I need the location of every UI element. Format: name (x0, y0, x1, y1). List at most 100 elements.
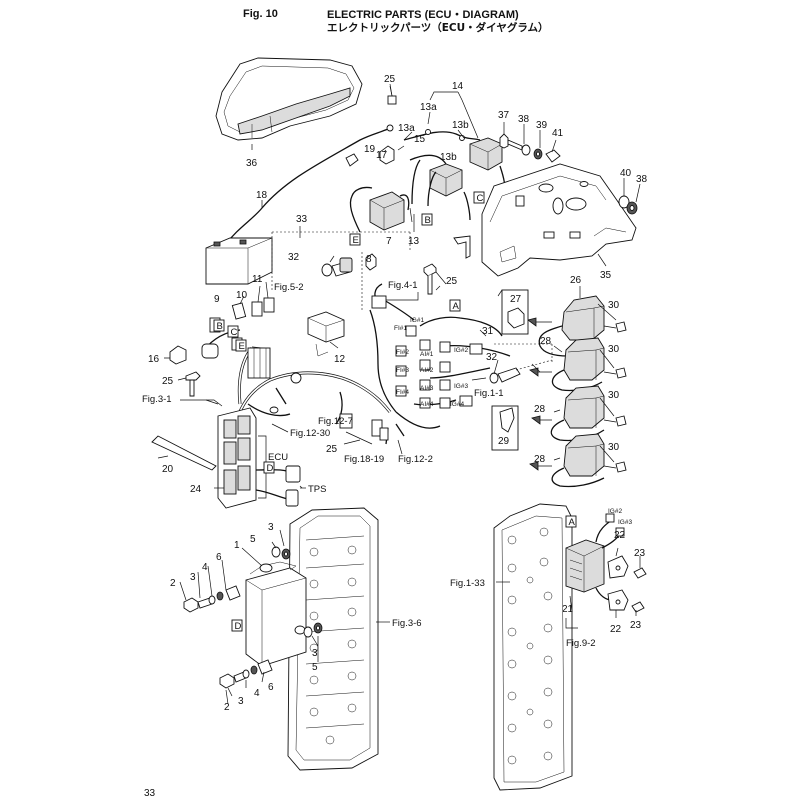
label-part-5-bottom: 5 (312, 662, 318, 673)
callout-d-ecu: D (267, 463, 274, 474)
callout-d-module: D (235, 621, 242, 632)
clip-bracket (453, 235, 471, 259)
ref-fig-3-1: Fig.3-1 (142, 394, 172, 405)
label-part-30-3: 30 (608, 390, 620, 401)
label-part-23-top: 23 (634, 548, 646, 559)
label-part-2-top: 2 (170, 578, 176, 589)
label-part-39: 39 (536, 120, 548, 131)
ref-fig-4-1: Fig.4-1 (388, 280, 418, 291)
label-part-21: 21 (562, 604, 574, 615)
label-part-41: 41 (552, 128, 564, 139)
ref-fig-9-2: Fig.9-2 (566, 638, 596, 649)
label-tps: TPS (308, 484, 326, 495)
hardware-2-6-bottom (219, 622, 323, 689)
label-part-22-top: 22 (614, 530, 626, 541)
label-part-32-top: 32 (288, 252, 300, 263)
label-part-32: 32 (486, 352, 498, 363)
connector-part-17 (379, 145, 395, 165)
label-ig2: IG#2 (454, 347, 468, 354)
label-part-30-2: 30 (608, 344, 620, 355)
label-part-9: 9 (214, 294, 220, 305)
label-ig1: IG#1 (410, 317, 424, 324)
ecu-harness-part-24 (217, 407, 301, 509)
cover-part-36 (215, 57, 363, 141)
label-part-28-3: 28 (534, 454, 546, 465)
connector-part-19 (345, 153, 359, 167)
ref-fig-12-7: Fig.12-7 (318, 416, 353, 427)
engine-block-left (287, 507, 379, 771)
label-part-3-bottom: 3 (312, 648, 318, 659)
label-part-2-bottom: 2 (224, 702, 230, 713)
label-part-26: 26 (570, 275, 582, 286)
label-part-14: 14 (452, 81, 464, 92)
label-part-12: 12 (334, 354, 346, 365)
connector-part-12 (307, 311, 345, 357)
label-part-38-top: 38 (518, 114, 530, 125)
part-number-labels: 25 14 13a 13a 13b 15 19 17 13b 37 38 39 … (144, 74, 648, 799)
label-part-31: 31 (482, 326, 494, 337)
label-part-16: 16 (148, 354, 160, 365)
label-part-38: 38 (636, 174, 648, 185)
label-part-13a-top: 13a (420, 102, 437, 113)
label-part-29: 29 (498, 436, 510, 447)
label-part-13: 13 (408, 236, 420, 247)
label-fi2: FI#2 (396, 349, 409, 356)
label-part-28-2: 28 (534, 404, 546, 415)
label-part-4-bottom: 4 (254, 688, 260, 699)
label-part-13b: 13b (440, 152, 457, 163)
label-part-40: 40 (620, 168, 632, 179)
label-part-7: 7 (386, 236, 392, 247)
label-part-25-lower: 25 (326, 444, 338, 455)
title-japanese: エレクトリックパーツ（ECU・ダイヤグラム） (327, 22, 549, 34)
label-part-23-bottom: 23 (630, 620, 642, 631)
label-part-11: 11 (252, 274, 263, 285)
label-ig2-bottom: IG#2 (608, 508, 622, 515)
clips-9-10-11 (231, 297, 275, 320)
label-part-19: 19 (364, 144, 376, 155)
label-part-1: 1 (234, 540, 240, 551)
label-part-18: 18 (256, 190, 268, 201)
label-part-3-bottom-left: 3 (238, 696, 244, 707)
label-part-5-top: 5 (250, 534, 256, 545)
bolt-part-32 (321, 257, 353, 277)
callout-a-mid: A (453, 301, 460, 312)
ecu-module (245, 561, 307, 667)
figure-number: Fig. 10 (243, 8, 278, 20)
label-part-24: 24 (190, 484, 202, 495)
cable-part-18 (225, 127, 391, 245)
label-part-36: 36 (246, 158, 258, 169)
page-number: 33 (144, 788, 156, 799)
label-part-3-top: 3 (268, 522, 274, 533)
callout-b-top: B (425, 215, 431, 226)
label-part-33: 33 (296, 214, 308, 225)
ref-fig-18-19: Fig.18-19 (344, 454, 384, 465)
label-part-22-bottom: 22 (610, 624, 622, 635)
label-ai2: AI#2 (420, 367, 434, 374)
label-part-25-left: 25 (162, 376, 174, 387)
regulator-part-21 (565, 513, 625, 601)
hardware-37-41 (499, 133, 638, 215)
circuit-labels: ECU TPS IG#1 IG#2 IG#3 IG#4 FI#1 FI#2 FI… (268, 317, 632, 526)
callout-a-bottom: A (569, 517, 576, 528)
hardware-2-6-top (183, 546, 291, 613)
engine-block-right (493, 503, 573, 791)
label-part-10: 10 (236, 290, 248, 301)
callout-b-left: B (217, 321, 223, 332)
ignition-coils (527, 295, 627, 488)
ref-fig-5-2: Fig.5-2 (274, 282, 304, 293)
label-part-25-top: 25 (384, 74, 396, 85)
label-part-17: 17 (376, 150, 388, 161)
label-ig3-bottom: IG#3 (618, 519, 632, 526)
bracket-part-35 (481, 163, 637, 277)
label-part-13a: 13a (398, 123, 415, 134)
label-ig4: IG#4 (450, 401, 464, 408)
label-part-3-left: 3 (190, 572, 196, 583)
label-part-25-mid: 25 (446, 276, 458, 287)
figure-reference-labels: Fig.5-2 Fig.4-1 Fig.3-1 Fig.12-30 Fig.12… (142, 280, 596, 649)
callout-e-left: E (239, 341, 245, 352)
label-part-6-bottom: 6 (268, 682, 274, 693)
part-16 (169, 345, 187, 365)
bolt-part-25-left (185, 371, 201, 381)
